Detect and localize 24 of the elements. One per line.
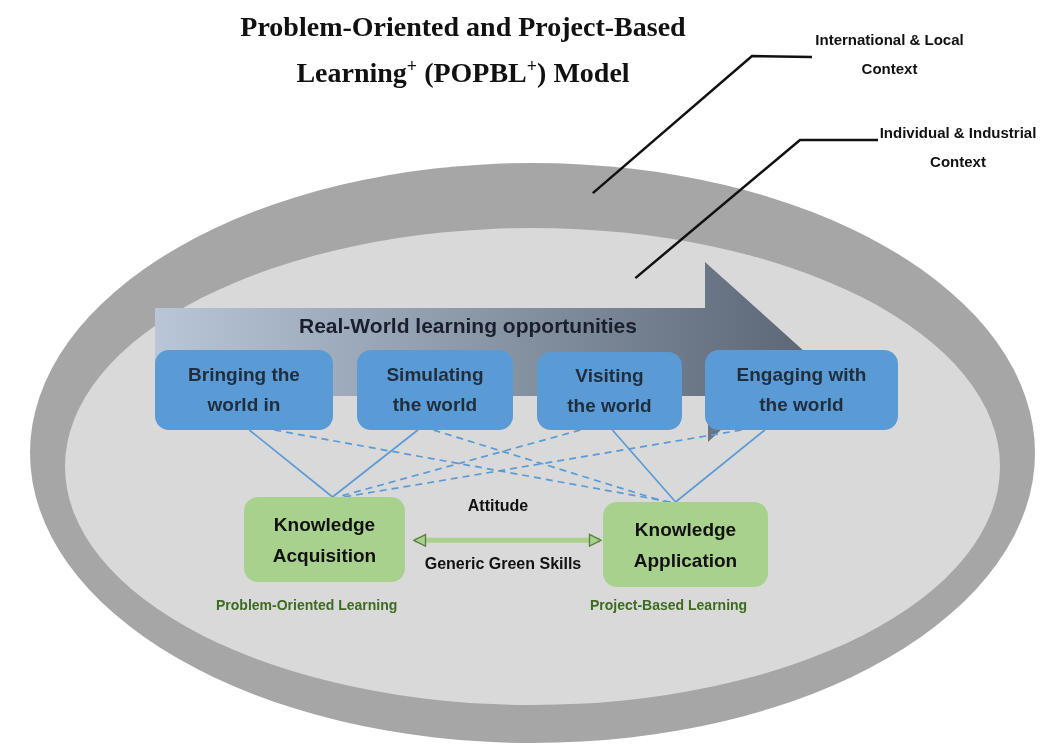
approach-label: Problem-Oriented Learning: [216, 597, 398, 613]
connector-line: [248, 429, 334, 498]
opportunity-box: Engaging with the world: [705, 350, 898, 430]
double-arrow: [413, 533, 602, 547]
knowledge-box: Knowledge Application: [603, 502, 768, 587]
context-label: Individual & Industrial Context: [878, 118, 1038, 176]
opportunity-box: Visiting the world: [537, 352, 682, 430]
leader-line: [592, 54, 812, 195]
connector-line: [611, 429, 677, 503]
leader-line: [634, 138, 878, 280]
opportunity-box: Bringing the world in: [155, 350, 333, 430]
opportunity-box: Simulating the world: [357, 350, 513, 430]
connector-line: [273, 429, 672, 503]
skills-label: Generic Green Skills: [423, 555, 583, 573]
connector-line: [432, 429, 667, 503]
connector-line: [331, 429, 419, 498]
diagram-title: Problem-Oriented and Project-Based Learning$^{+}$ (POPBL$^{+}$) Model: [239, 10, 687, 90]
approach-label: Project-Based Learning: [590, 597, 748, 613]
connector-line: [342, 429, 743, 498]
knowledge-box: Knowledge Acquisition: [244, 497, 405, 582]
connector-line: [674, 429, 766, 503]
context-label: International & Local Context: [812, 25, 967, 83]
arrow-label: Real-World learning opportunities: [298, 314, 638, 338]
edge-label: Attitude: [466, 497, 530, 515]
